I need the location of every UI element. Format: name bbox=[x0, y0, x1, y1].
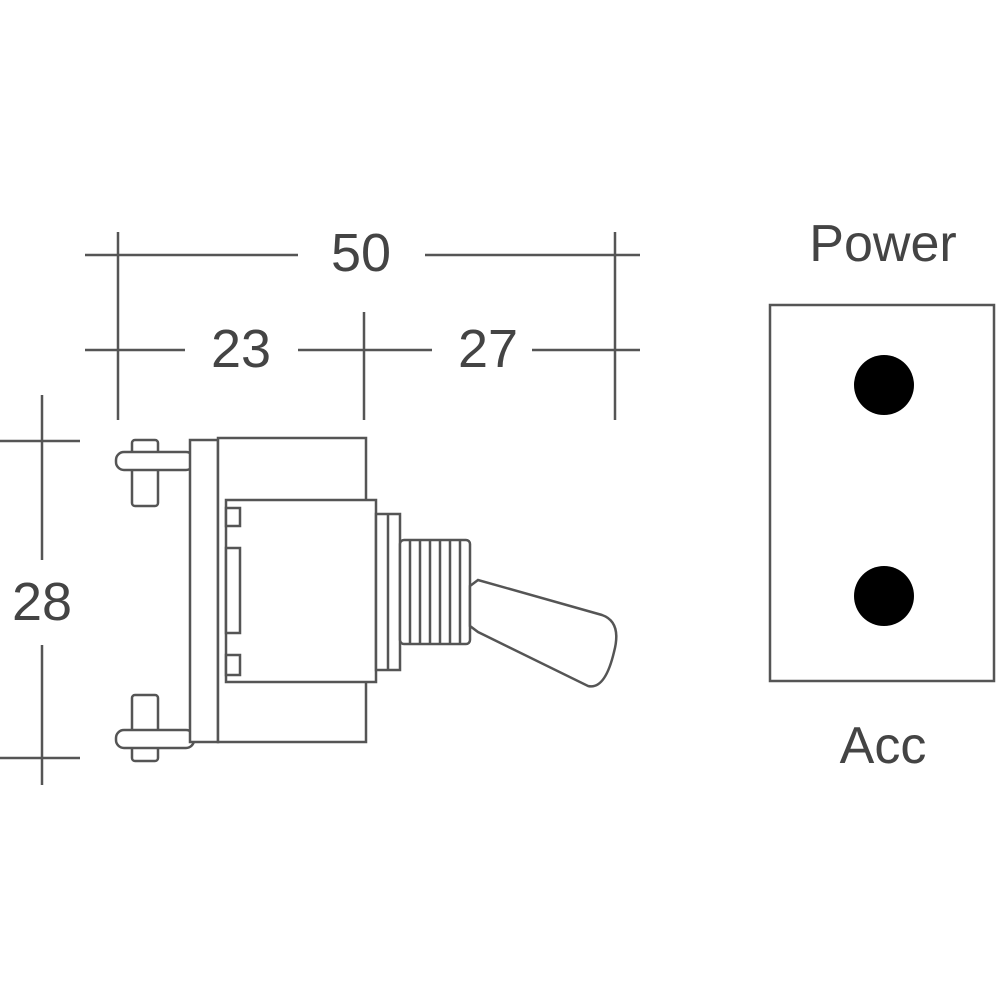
terminal-label-acc: Acc bbox=[840, 717, 927, 775]
dimension-sub-widths: 23 27 bbox=[85, 312, 640, 420]
terminal-label-power: Power bbox=[809, 215, 956, 273]
dimension-label-23: 23 bbox=[211, 319, 271, 379]
dimension-overall-width: 50 bbox=[85, 223, 640, 420]
toggle-switch-side-view bbox=[114, 436, 618, 763]
terminal-dot-acc bbox=[854, 566, 914, 626]
threaded-bushing bbox=[398, 538, 472, 646]
dimension-label-28: 28 bbox=[12, 572, 72, 632]
terminal-diagram: Power Acc bbox=[768, 215, 996, 775]
terminal-dot-power bbox=[854, 355, 914, 415]
top-solder-lug bbox=[114, 438, 196, 508]
mounting-plate bbox=[188, 438, 220, 744]
dimension-label-27: 27 bbox=[458, 319, 518, 379]
front-body bbox=[224, 498, 378, 684]
dimension-label-50: 50 bbox=[331, 223, 391, 283]
dimension-height: 28 bbox=[0, 395, 80, 785]
toggle-lever bbox=[468, 578, 618, 688]
bottom-solder-lug bbox=[114, 693, 196, 763]
